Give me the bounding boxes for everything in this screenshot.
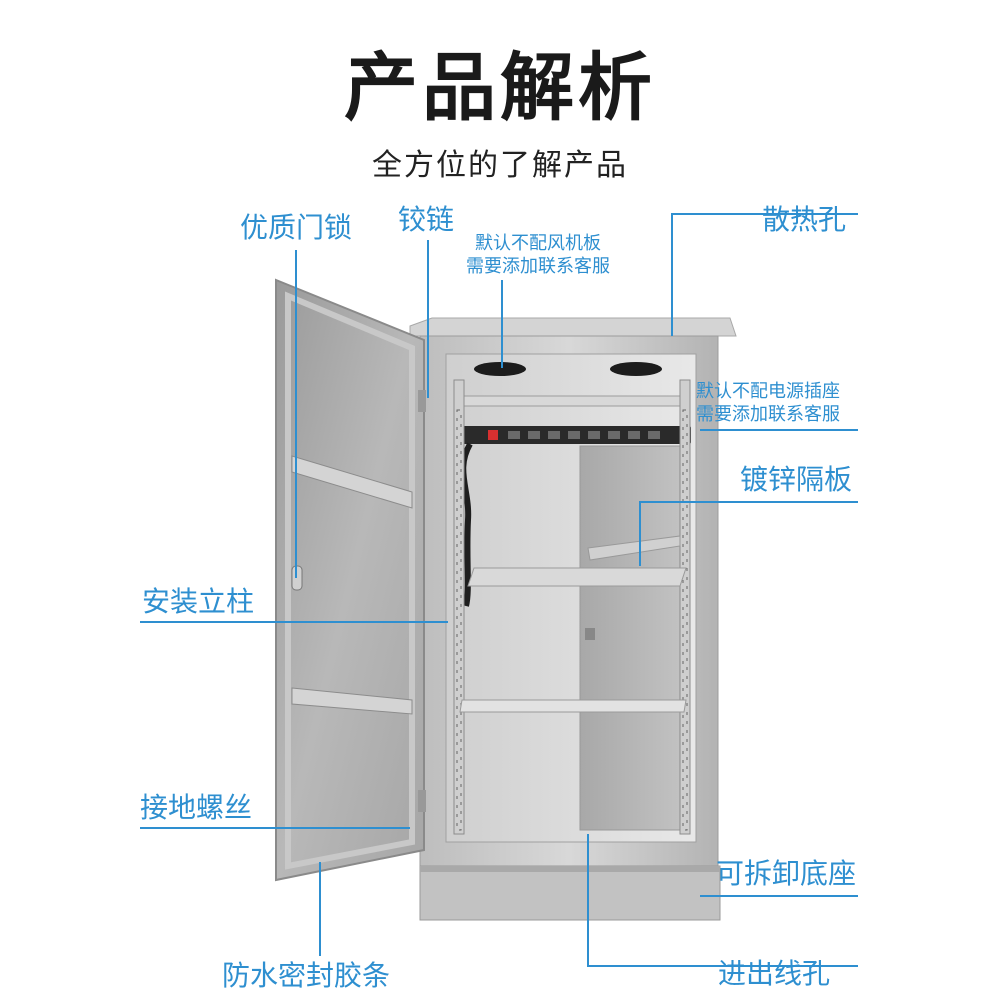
pdu-sockets (508, 431, 660, 439)
note-pdu-line1: 默认不配电源插座 (696, 381, 840, 402)
label-post: 安装立柱 (142, 585, 255, 618)
removable-base (419, 865, 721, 921)
label-base: 可拆卸底座 (716, 857, 857, 890)
label-vent: 散热孔 (762, 203, 847, 236)
galvanized-shelf (459, 699, 687, 713)
note-fan-line1: 默认不配风机板 (475, 233, 601, 254)
cabinet-door (275, 278, 425, 882)
label-ground-screw: 接地螺丝 (140, 791, 253, 824)
label-door-lock: 优质门锁 (240, 211, 353, 244)
label-hinge: 铰链 (398, 203, 455, 236)
back-panel (579, 445, 691, 831)
note-pdu-line2: 需要添加联系客服 (696, 404, 840, 425)
label-seal-strip: 防水密封胶条 (222, 959, 391, 992)
hinge (418, 790, 426, 812)
leader-lines (140, 213, 858, 967)
page-title: 产品解析 (344, 45, 656, 131)
mounting-post (453, 379, 465, 835)
page-subtitle: 全方位的了解产品 (372, 148, 628, 183)
galvanized-shelf (467, 567, 687, 587)
hinge (418, 390, 426, 412)
cabinet-top (409, 317, 737, 337)
fan-hole (610, 362, 662, 376)
mounting-post (679, 379, 691, 835)
note-fan-line2: 需要添加联系客服 (466, 256, 610, 277)
label-cable-hole: 进出线孔 (718, 957, 831, 990)
note-fan: 默认不配风机板 需要添加联系客服 (466, 232, 610, 278)
note-pdu: 默认不配电源插座 需要添加联系客服 (696, 380, 840, 426)
label-shelf: 镀锌隔板 (740, 463, 853, 496)
power-switch (488, 430, 498, 440)
fan-hole (474, 362, 526, 376)
